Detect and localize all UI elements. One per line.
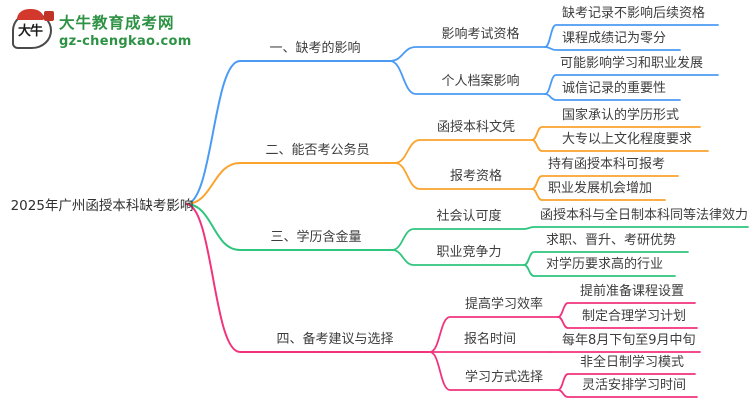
branch-line <box>185 203 393 251</box>
branch-line <box>391 228 525 251</box>
sub-branch-label: 学习方式选择 <box>464 370 544 385</box>
leaf-label: 缺考记录不影响后续资格 <box>562 6 706 21</box>
leaf-label: 非全日制学习模式 <box>580 355 685 370</box>
branch-line <box>429 316 559 353</box>
logo-domain: gz-chengkao.com <box>59 34 192 49</box>
branch-line <box>544 46 681 51</box>
branch-line <box>557 389 698 398</box>
sub-branch-label: 职业竞争力 <box>436 245 502 260</box>
logo-hat-shape <box>17 8 44 20</box>
branch-line <box>523 226 749 230</box>
branch-line <box>531 139 709 152</box>
mindmap-root-label: 2025年广州函授本科缺考影响 <box>10 198 194 214</box>
leaf-label: 制定合理学习计划 <box>582 309 687 324</box>
leaf-label: 每年8月下旬至9月中旬 <box>562 333 696 348</box>
leaf-label: 持有函授本科可报考 <box>548 157 666 172</box>
logo-seal-icon <box>44 10 54 21</box>
branch-line <box>394 162 533 190</box>
branch-label: 一、缺考的影响 <box>269 41 361 56</box>
branch-line <box>531 188 666 201</box>
branch-line <box>389 46 546 62</box>
leaf-label: 灵活安排学习时间 <box>582 378 687 393</box>
branch-label: 四、备考建议与选择 <box>276 332 394 347</box>
sub-branch-label: 报名时间 <box>463 332 517 347</box>
branch-line <box>185 60 391 205</box>
leaf-label: 国家承认的学历形式 <box>562 108 680 123</box>
leaf-label: 大专以上文化程度要求 <box>562 132 693 147</box>
leaf-label: 可能影响学习和职业发展 <box>560 56 704 71</box>
sub-branch-label: 社会认可度 <box>436 209 502 224</box>
leaf-label: 诚信记录的重要性 <box>562 81 667 96</box>
branch-line <box>429 351 559 391</box>
branch-line <box>523 264 676 277</box>
branch-line <box>185 162 396 205</box>
logo-bubble-icon: 大牛 <box>12 8 54 49</box>
leaf-label: 课程成绩记为零分 <box>562 31 667 46</box>
branch-label: 三、学历含金量 <box>270 230 362 245</box>
leaf-label: 提前准备课程设置 <box>580 284 685 299</box>
leaf-label: 求职、晋升、考研优势 <box>546 233 677 248</box>
sub-branch-label: 报考资格 <box>449 169 503 184</box>
leaf-label: 函授本科与全日制本科同等法律效力 <box>540 208 749 223</box>
leaf-label: 职业发展机会增加 <box>548 181 653 196</box>
sub-branch-label: 个人档案影响 <box>441 74 520 89</box>
branch-line <box>557 316 698 329</box>
branch-line <box>394 139 533 164</box>
logo-bubble-text: 大牛 <box>18 23 43 39</box>
branch-line <box>391 249 525 266</box>
logo-text-block: 大牛教育成考网 gz-chengkao.com <box>59 11 192 49</box>
sub-branch-label: 提高学习效率 <box>464 297 544 312</box>
branch-line <box>544 93 681 101</box>
branch-label: 二、能否考公务员 <box>265 143 370 158</box>
leaf-label: 对学历要求高的行业 <box>546 257 664 272</box>
site-logo[interactable]: 大牛 大牛教育成考网 gz-chengkao.com <box>12 8 192 49</box>
branch-line <box>389 60 546 95</box>
sub-branch-label: 函授本科文凭 <box>436 120 516 135</box>
branch-line <box>185 203 431 353</box>
logo-title: 大牛教育成考网 <box>59 14 175 32</box>
sub-branch-label: 影响考试资格 <box>441 27 520 42</box>
